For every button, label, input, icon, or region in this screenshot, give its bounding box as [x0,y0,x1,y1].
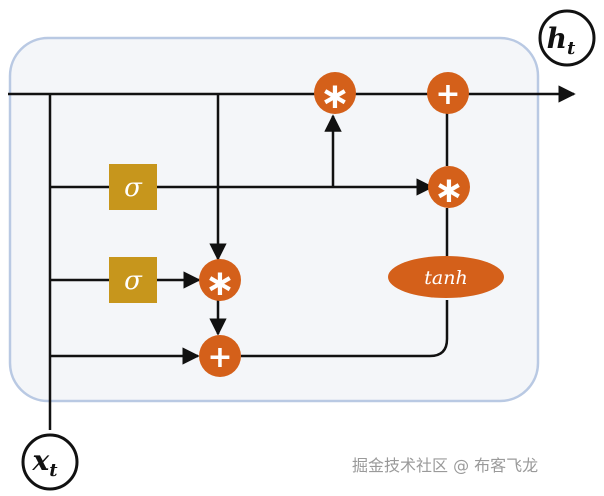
watermark: 掘金技术社区 @ 布客飞龙 [352,456,539,475]
multiply-node-bottom: ∗ [199,259,241,304]
svg-text:∗: ∗ [205,263,235,304]
add-node-top: + [427,72,469,114]
connections [8,85,576,430]
output-label-sub: t [567,38,576,59]
input-label-base: x [31,444,49,477]
tanh-node: tanh [388,256,504,298]
output-label-base: h [547,22,567,55]
svg-text:∗: ∗ [434,170,464,211]
add-node-bottom: + [199,335,241,377]
svg-text:∗: ∗ [320,76,350,117]
svg-text:+: + [435,77,460,112]
input-label-sub: t [49,460,58,481]
add-to-tanh [241,300,449,358]
gate-sigma-top-label: σ [124,173,143,203]
tanh-label: tanh [424,267,467,289]
svg-text:xt: xt [31,444,58,481]
gate-sigma-top: σ [109,164,157,210]
cell-panel [8,36,540,403]
svg-text:+: + [207,340,232,375]
svg-text:ht: ht [547,22,576,59]
output-node: ht [538,9,596,67]
gate-sigma-bottom-label: σ [124,266,143,296]
input-node: xt [21,433,79,491]
multiply-node-right: ∗ [428,166,470,211]
gate-sigma-bottom: σ [109,257,157,303]
multiply-node-top: ∗ [314,72,356,117]
